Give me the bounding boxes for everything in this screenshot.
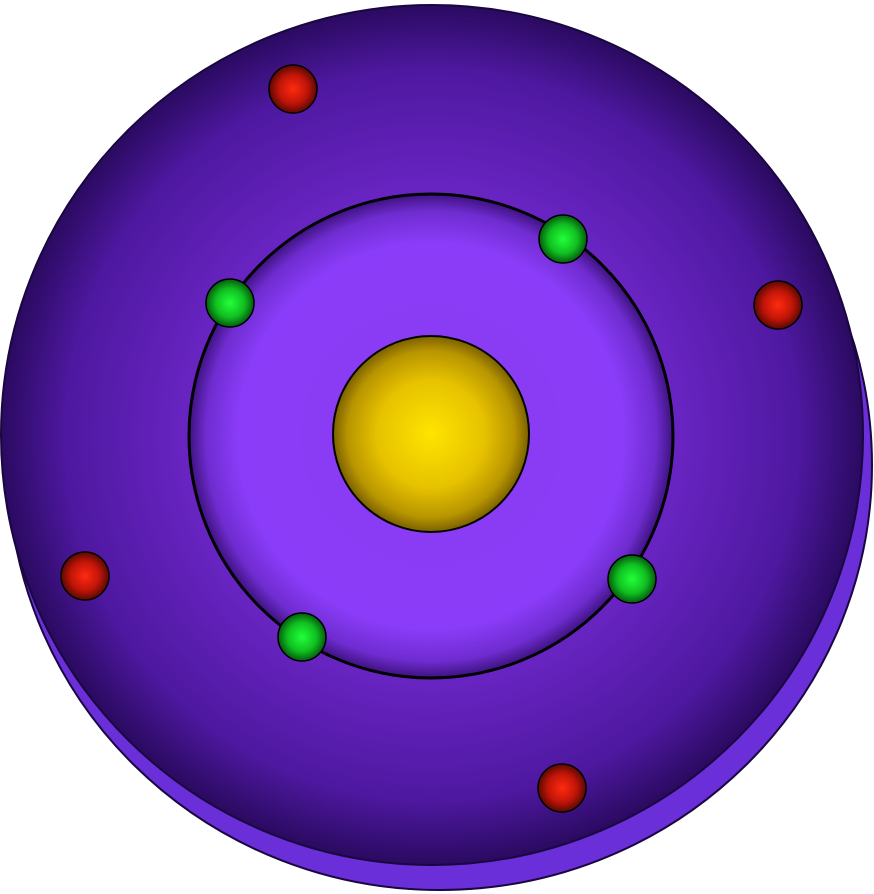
outer-electron <box>60 551 110 601</box>
outer-electron <box>753 280 803 330</box>
inner-electron <box>277 612 327 662</box>
inner-electron <box>538 214 588 264</box>
outer-electron <box>537 763 587 813</box>
outer-shell-electrons <box>60 64 803 813</box>
nucleus <box>332 335 530 533</box>
inner-shell-electrons <box>205 214 657 662</box>
outer-electron <box>268 64 318 114</box>
inner-electron <box>607 554 657 604</box>
inner-electron <box>205 278 255 328</box>
